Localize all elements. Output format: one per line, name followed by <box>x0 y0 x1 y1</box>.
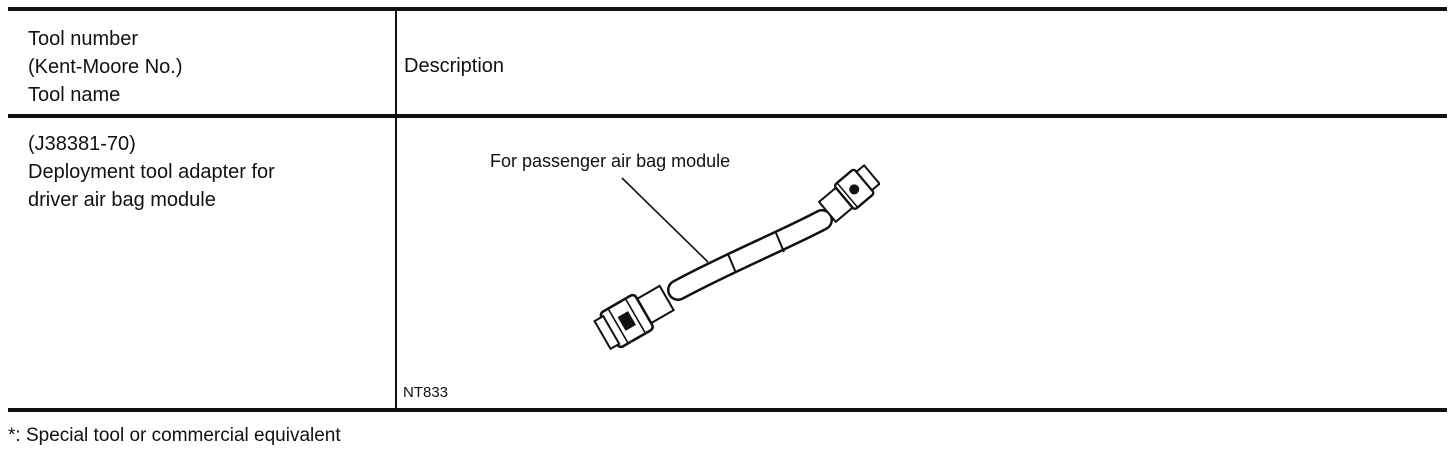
table-top-rule <box>8 7 1447 11</box>
tool-name-line-1: Deployment tool adapter for <box>28 161 275 183</box>
table-header-rule <box>8 114 1447 118</box>
tool-name-line-2: driver air bag module <box>28 189 216 211</box>
tool-cell: (J38381-70) Deployment tool adapter for … <box>28 130 275 214</box>
header-tool-number: Tool number <box>28 28 139 50</box>
column-divider <box>395 9 397 410</box>
illustration-caption: For passenger air bag module <box>490 151 731 171</box>
footnote: *: Special tool or commercial equivalent <box>8 425 341 446</box>
header-tool-column: Tool number (Kent-Moore No.) Tool name <box>28 25 183 109</box>
header-tool-name: Tool name <box>28 84 121 106</box>
adapter-harness-illustration <box>593 163 880 351</box>
tool-number: (J38381-70) <box>28 133 136 155</box>
header-description: Description <box>404 55 505 77</box>
header-kent-moore: (Kent-Moore No.) <box>28 56 183 78</box>
table-bottom-rule <box>8 408 1447 412</box>
figure-code: NT833 <box>403 384 449 401</box>
